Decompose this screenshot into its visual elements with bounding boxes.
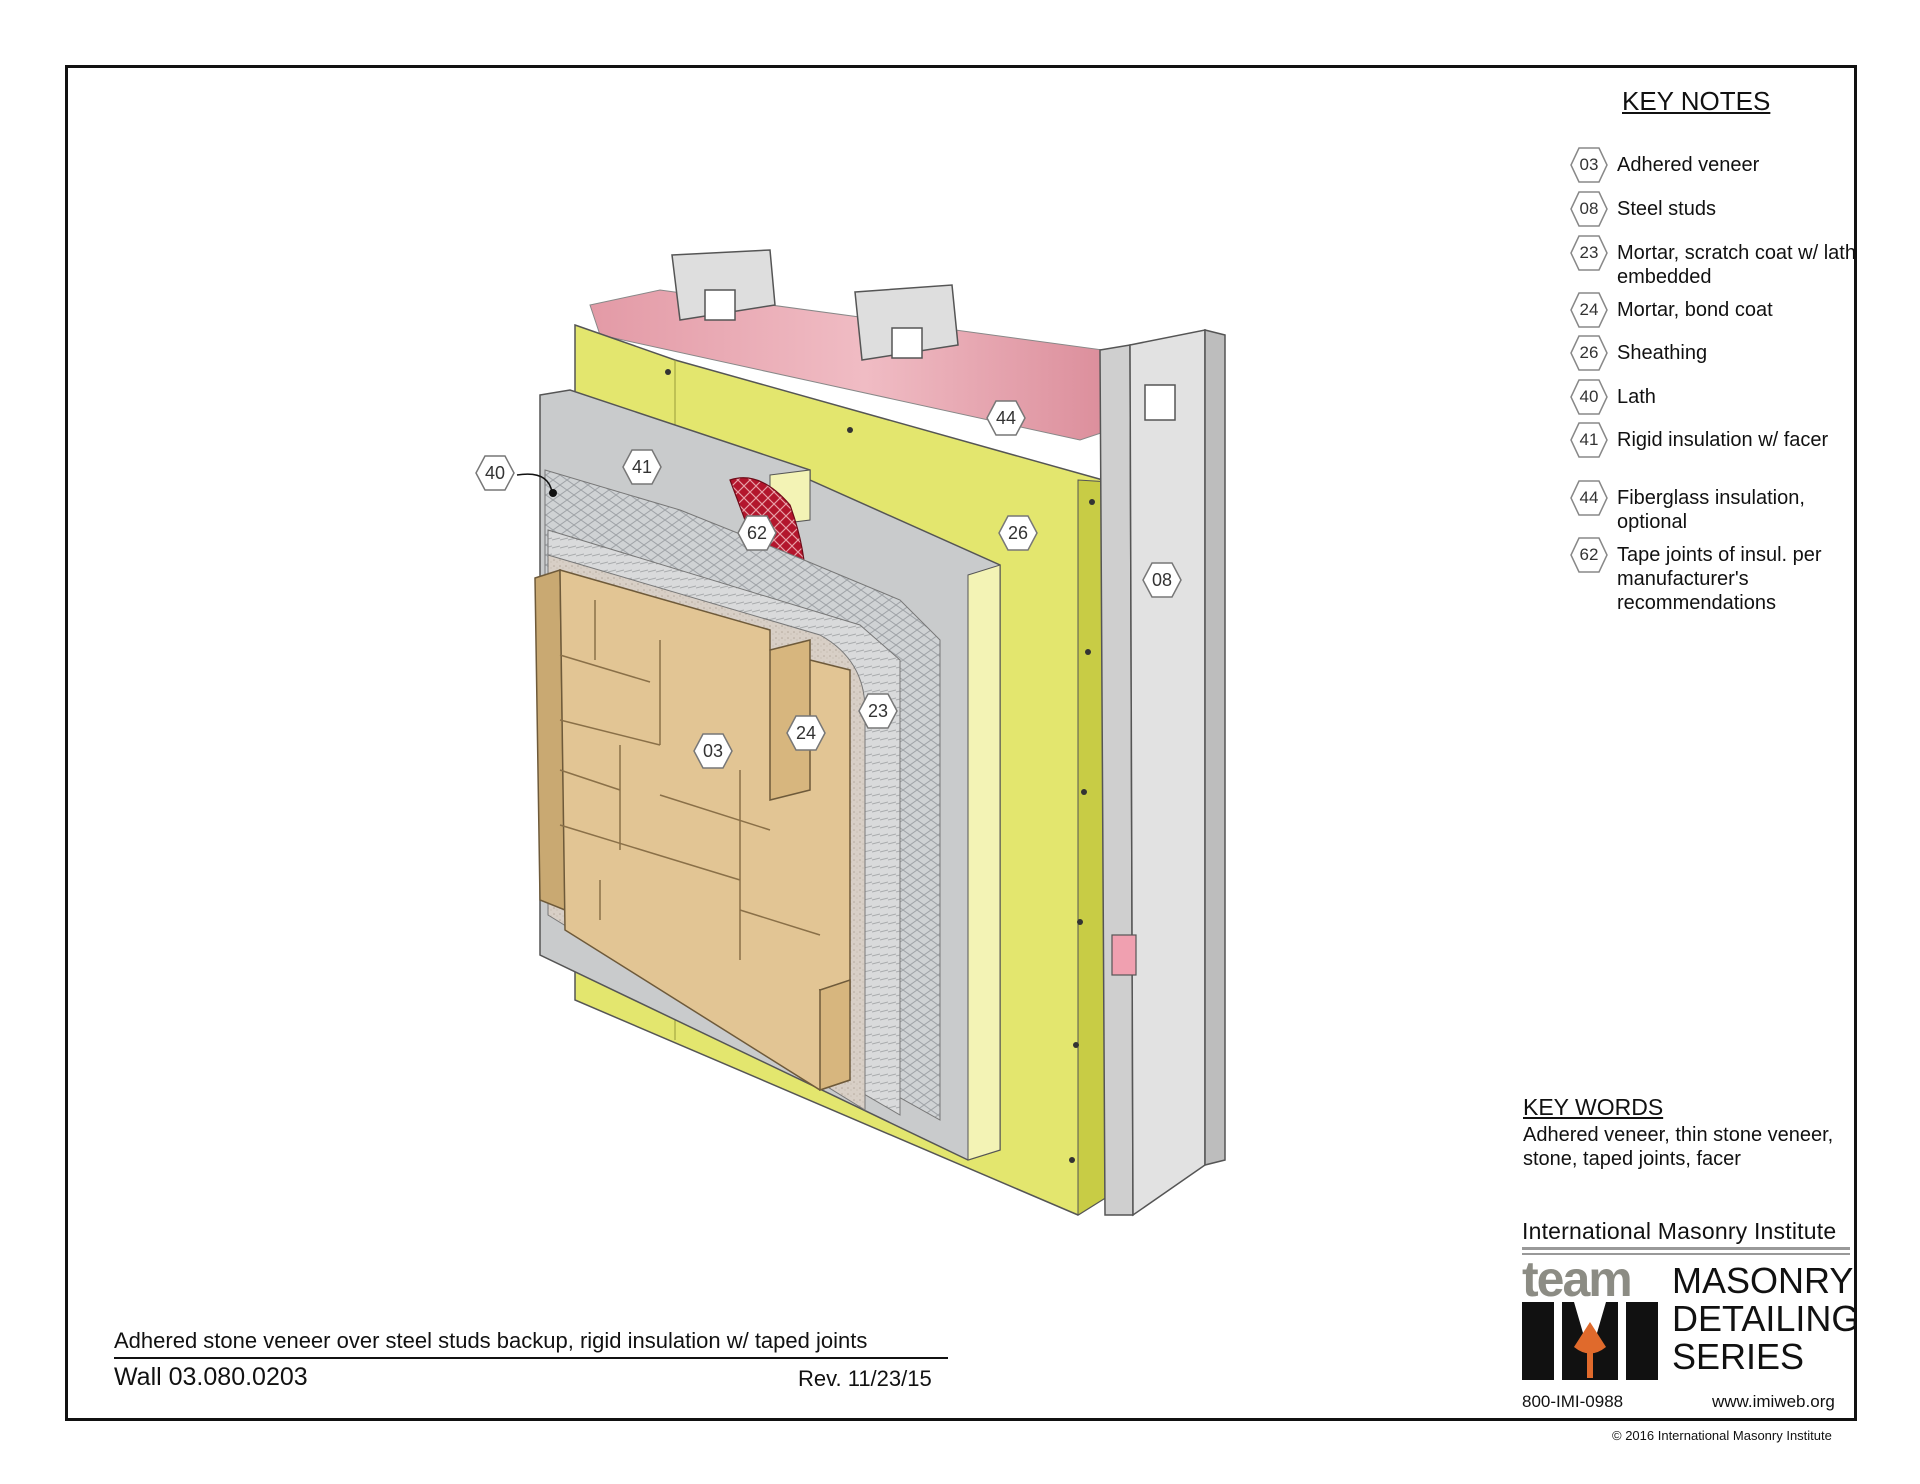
key-note-item: 23 Mortar, scratch coat w/ lath embedded [1570, 234, 1857, 289]
callout-label: 23 [868, 701, 888, 721]
callout-label: 41 [632, 457, 652, 477]
key-note-item: 41 Rigid insulation w/ facer [1570, 421, 1857, 459]
callout-label: 26 [1008, 523, 1028, 543]
brand-rule-thin [1522, 1253, 1850, 1255]
callout-label: 62 [747, 523, 767, 543]
hexagon-icon: 41 [1570, 421, 1608, 459]
callout-hexagon [986, 400, 1026, 436]
callout-44: 44 [986, 400, 1026, 436]
series-title: MASONRY DETAILING SERIES [1672, 1262, 1859, 1376]
callout-40: 40 [475, 455, 515, 491]
hexagon-icon: 23 [1570, 234, 1608, 272]
callout-hexagon [786, 715, 826, 751]
callout-08: 08 [1142, 562, 1182, 598]
hexagon-icon: 44 [1570, 479, 1608, 517]
key-note-code: 40 [1579, 387, 1599, 406]
callout-hexagon [622, 449, 662, 485]
key-note-text: Adhered veneer [1617, 154, 1760, 176]
callout-label: 24 [796, 723, 816, 743]
drawing-callouts: 40 41 62 44 26 08 23 24 03 [475, 400, 1182, 769]
key-note-code: 24 [1579, 300, 1599, 319]
key-note-code: 44 [1579, 488, 1599, 507]
callout-hexagon [1142, 562, 1182, 598]
key-notes-title: KEY NOTES [1622, 86, 1771, 116]
callout-26: 26 [998, 515, 1038, 551]
callout-41: 41 [622, 449, 662, 485]
brand-rule [1522, 1247, 1850, 1250]
hexagon-icon: 62 [1570, 536, 1608, 574]
key-note-item: 44 Fiberglass insulation, optional [1570, 479, 1857, 534]
caption-rule [114, 1357, 948, 1359]
key-note-item: 24 Mortar, bond coat [1570, 291, 1857, 329]
key-note-text: Mortar, bond coat [1617, 299, 1773, 321]
callout-24: 24 [786, 715, 826, 751]
key-note-code: 26 [1579, 343, 1599, 362]
steel-stud-right [1099, 329, 1226, 1217]
key-note-code: 41 [1579, 430, 1599, 449]
phone-number: 800-IMI-0988 [1522, 1392, 1624, 1411]
steel-stud-middle [854, 284, 959, 361]
callout-label: 08 [1152, 570, 1172, 590]
callout-label: 40 [485, 463, 505, 483]
organization-name: International Masonry Institute [1522, 1218, 1837, 1244]
steel-stud-left [671, 249, 776, 321]
key-note-text: Steel studs [1617, 198, 1716, 220]
key-note-item: 62 Tape joints of insul. per manufacturer… [1570, 536, 1857, 615]
hexagon-icon: 08 [1570, 190, 1608, 228]
website-link[interactable]: www.imiweb.org [1712, 1392, 1835, 1411]
key-note-code: 23 [1579, 243, 1599, 262]
series-line-2: DETAILING [1672, 1298, 1860, 1339]
callout-label: 03 [703, 741, 723, 761]
key-note-text: Tape joints of insul. per manufacturer's… [1617, 544, 1822, 614]
wall-number: Wall 03.080.0203 [114, 1363, 308, 1391]
lath-leader [516, 473, 553, 493]
hexagon-icon: 03 [1570, 146, 1608, 184]
key-note-code: 62 [1579, 545, 1599, 564]
team-wordmark: team [1522, 1251, 1633, 1307]
drawing-frame [65, 65, 1857, 1421]
callout-23: 23 [858, 693, 898, 729]
key-note-text: Fiberglass insulation, optional [1617, 487, 1805, 533]
key-note-text: Rigid insulation w/ facer [1617, 429, 1829, 451]
key-note-text: Lath [1617, 386, 1656, 408]
callout-03: 03 [693, 733, 733, 769]
key-note-item: 03 Adhered veneer [1570, 146, 1857, 184]
callout-hexagon [475, 455, 515, 491]
key-note-item: 08 Steel studs [1570, 190, 1857, 228]
copyright-notice: © 2016 International Masonry Institute [1612, 1428, 1832, 1443]
callout-hexagon [858, 693, 898, 729]
key-note-text: Mortar, scratch coat w/ lath embedded [1617, 242, 1856, 288]
callout-label: 44 [996, 408, 1016, 428]
hexagon-icon: 26 [1570, 334, 1608, 372]
hexagon-icon: 40 [1570, 378, 1608, 416]
callout-hexagon [998, 515, 1038, 551]
key-note-code: 03 [1579, 155, 1599, 174]
key-note-text: Sheathing [1617, 342, 1708, 364]
key-note-item: 26 Sheathing [1570, 334, 1857, 372]
key-words-text: Adhered veneer, thin stone veneer, stone… [1523, 1124, 1834, 1170]
callout-62: 62 [737, 515, 777, 551]
imi-logo-icon [1522, 1302, 1658, 1380]
drawing-caption: Adhered stone veneer over steel studs ba… [114, 1328, 868, 1353]
callout-hexagon [737, 515, 777, 551]
hexagon-icon: 24 [1570, 291, 1608, 329]
key-words: KEY WORDS Adhered veneer, thin stone ven… [1523, 1094, 1853, 1171]
key-note-code: 08 [1579, 199, 1599, 218]
series-line-3: SERIES [1672, 1336, 1805, 1377]
key-note-item: 40 Lath [1570, 378, 1857, 416]
stone-veneer [534, 568, 851, 1092]
series-line-1: MASONRY [1672, 1260, 1854, 1301]
revision-date: Rev. 11/23/15 [798, 1366, 932, 1391]
callout-hexagon [693, 733, 733, 769]
key-words-title: KEY WORDS [1523, 1094, 1664, 1120]
